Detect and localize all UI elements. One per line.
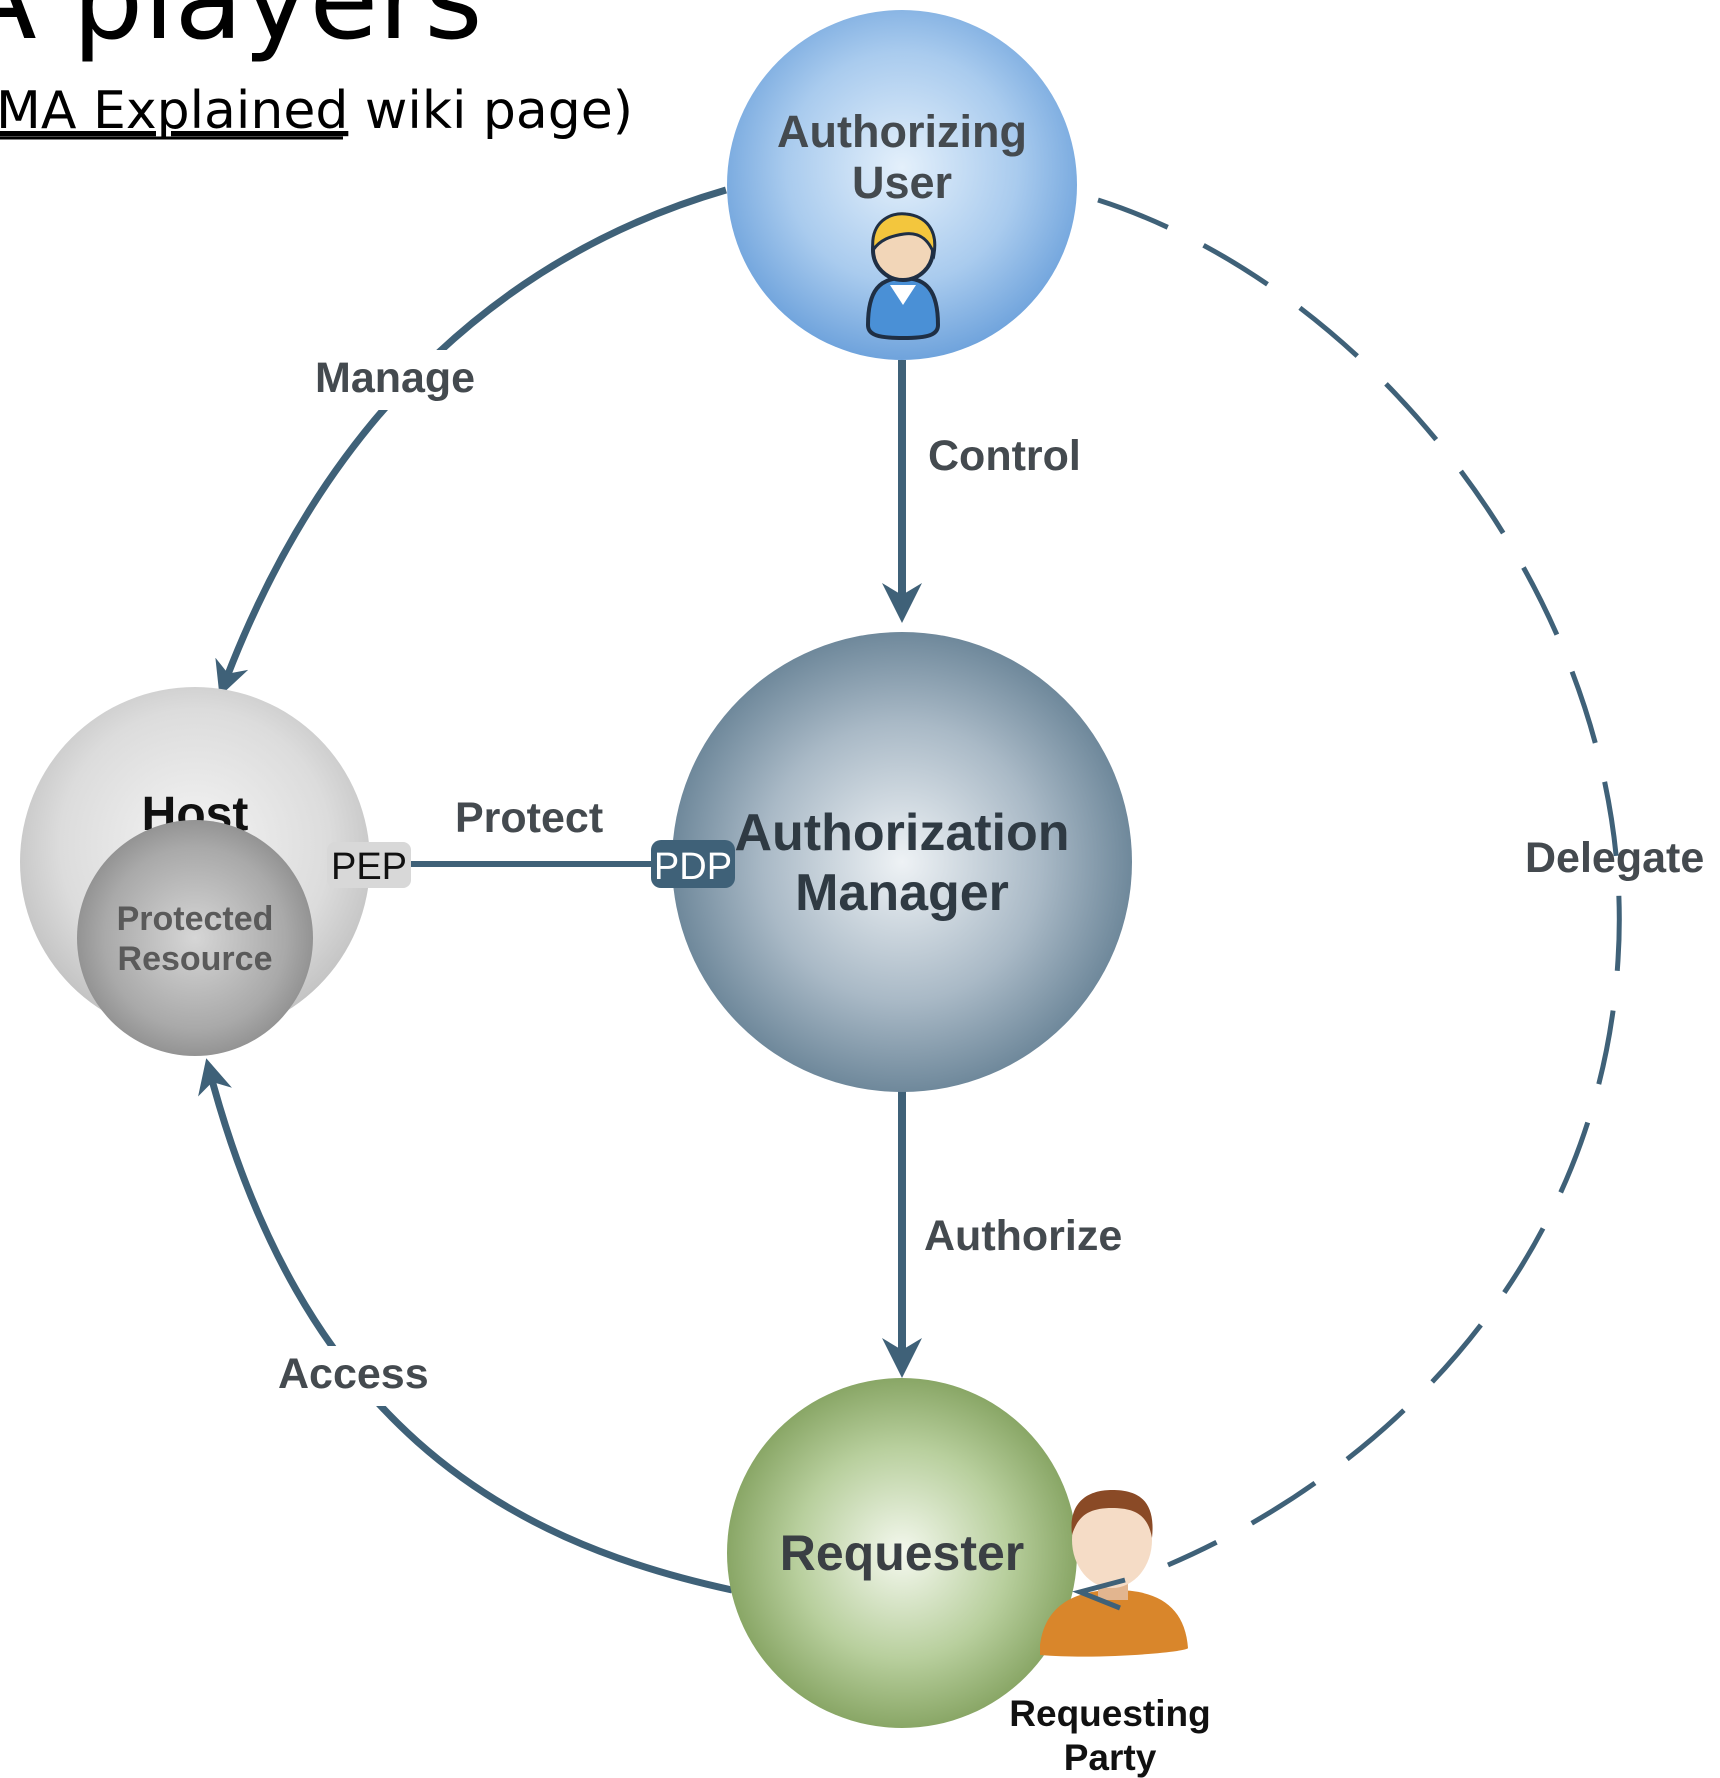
- edge-label-authorize: Authorize: [924, 1212, 1122, 1260]
- edge-label-access: Access: [278, 1350, 429, 1398]
- requester-title: Requester: [780, 1525, 1025, 1581]
- access-arc: [198, 1058, 733, 1594]
- manage-arc: [215, 186, 727, 697]
- slide-title: A players: [0, 0, 483, 65]
- subtitle-rest: wiki page): [348, 81, 633, 141]
- authorizing-user-node[interactable]: Authorizing User: [727, 10, 1077, 360]
- authorization-manager-title-line1: Authorization: [734, 804, 1069, 862]
- edge-label-protect: Protect: [455, 794, 603, 842]
- pep-badge: PEP: [327, 842, 411, 888]
- authorizing-user-title-line2: User: [852, 157, 952, 208]
- authorizing-user-title-line1: Authorizing: [777, 106, 1027, 157]
- delegate-arc: [1097, 197, 1622, 1568]
- requester-node[interactable]: Requester: [727, 1378, 1077, 1728]
- access-label-bg: [272, 1346, 442, 1406]
- requesting-party-person-icon: [1040, 1490, 1188, 1657]
- edge-label-manage: Manage: [315, 354, 475, 402]
- authorization-manager-title-line2: Manager: [795, 864, 1009, 922]
- pdp-label: PDP: [654, 846, 732, 888]
- pdp-badge: PDP: [651, 840, 735, 888]
- authorization-manager-node[interactable]: Authorization Manager: [672, 632, 1132, 1092]
- host-node[interactable]: Host Protected Resource: [20, 687, 370, 1056]
- protected-resource-node[interactable]: Protected Resource: [77, 820, 313, 1056]
- manage-label-bg: [312, 350, 482, 410]
- pep-label: PEP: [331, 846, 407, 888]
- explained-link[interactable]: MA Explained: [0, 81, 348, 141]
- requesting-party-line2: Party: [1064, 1737, 1157, 1778]
- protected-resource-line1: Protected: [117, 900, 274, 938]
- user-person-icon: [865, 212, 941, 341]
- requesting-party-line1: Requesting: [1009, 1693, 1210, 1734]
- delegate-arrowhead: [1072, 1577, 1126, 1611]
- protected-resource-line2: Resource: [118, 940, 273, 978]
- slide-subtitle: MA Explained wiki page): [0, 81, 633, 141]
- edge-label-delegate: Delegate: [1525, 834, 1704, 882]
- edge-label-control: Control: [928, 432, 1081, 480]
